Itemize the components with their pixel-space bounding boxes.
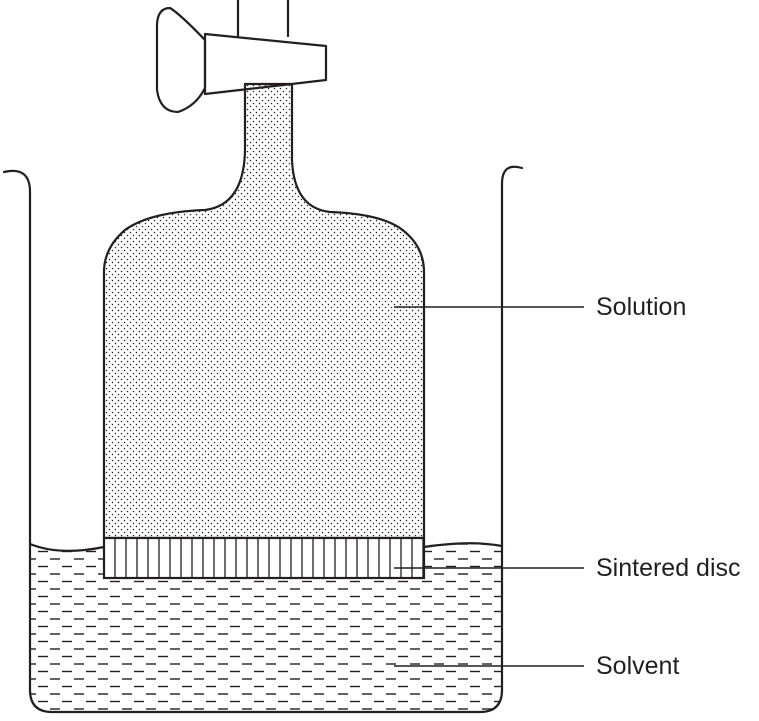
solvent-label: Solvent	[596, 652, 679, 680]
sintered-disc-label: Sintered disc	[596, 554, 741, 582]
solution-container	[102, 82, 426, 540]
sintered-disc	[102, 536, 426, 580]
stopcock-tap-icon	[155, 6, 328, 114]
beaker	[2, 165, 524, 714]
solution-label: Solution	[596, 293, 686, 321]
